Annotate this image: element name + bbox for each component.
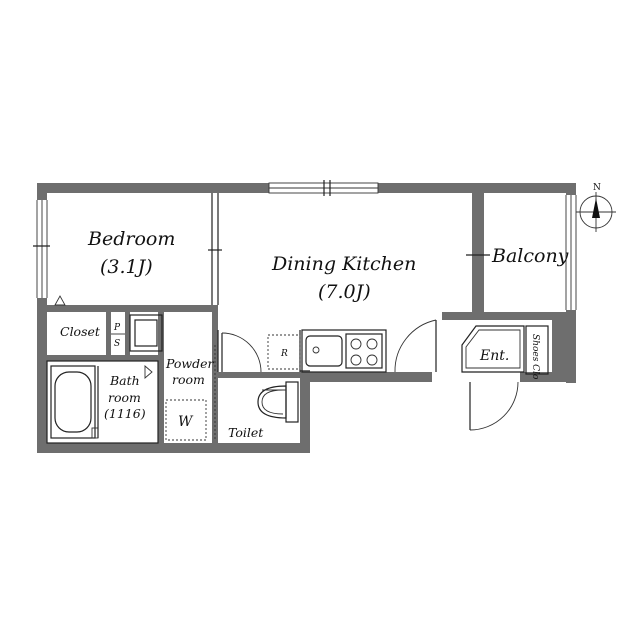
shoes-closet: Shoes Clo <box>525 325 549 380</box>
closet-label: Closet <box>60 324 101 339</box>
wash-basin <box>129 314 163 352</box>
bath-room-label-2: room <box>108 390 141 405</box>
compass-label: N <box>593 183 601 193</box>
toilet-label: Toilet <box>228 425 264 440</box>
bath-room-label-1: Bath <box>109 373 140 388</box>
balcony-label: Balcony <box>491 245 569 267</box>
bedroom-label: Bedroom <box>87 228 175 250</box>
door-entrance-outer <box>469 381 519 431</box>
shoes-closet-label: Shoes Clo <box>530 334 540 380</box>
powder-room-label-2: room <box>172 372 205 387</box>
bedroom-size: (3.1J) <box>100 256 153 278</box>
entrance: Ent. <box>461 325 525 373</box>
refrigerator-space: R <box>267 334 301 370</box>
refrigerator-label: R <box>280 349 288 359</box>
entrance-label: Ent. <box>479 348 509 364</box>
closet: Closet <box>54 295 101 339</box>
kitchen-counter <box>301 329 387 373</box>
toilet: Toilet <box>228 381 299 440</box>
window-dining-kitchen <box>268 180 379 196</box>
compass-north-icon: N <box>576 183 616 232</box>
window-bedroom <box>33 200 50 298</box>
dining-kitchen-size: (7.0J) <box>318 281 371 303</box>
bathroom: Bath room (1116) <box>46 360 159 444</box>
door-dining-kitchen <box>221 332 262 373</box>
ps-label-s: S <box>114 339 120 349</box>
powder-room-label-1: Powder <box>165 356 215 371</box>
dining-kitchen-label: Dining Kitchen <box>271 253 416 275</box>
bath-room-label-3: (1116) <box>104 406 146 421</box>
ps-label-p: P <box>113 323 121 333</box>
washer-label: W <box>178 414 194 430</box>
window-balcony <box>565 195 577 310</box>
pipe-space: P S <box>111 323 125 349</box>
powder-room: Powder room W <box>165 356 215 441</box>
door-entrance-inner <box>394 319 437 373</box>
